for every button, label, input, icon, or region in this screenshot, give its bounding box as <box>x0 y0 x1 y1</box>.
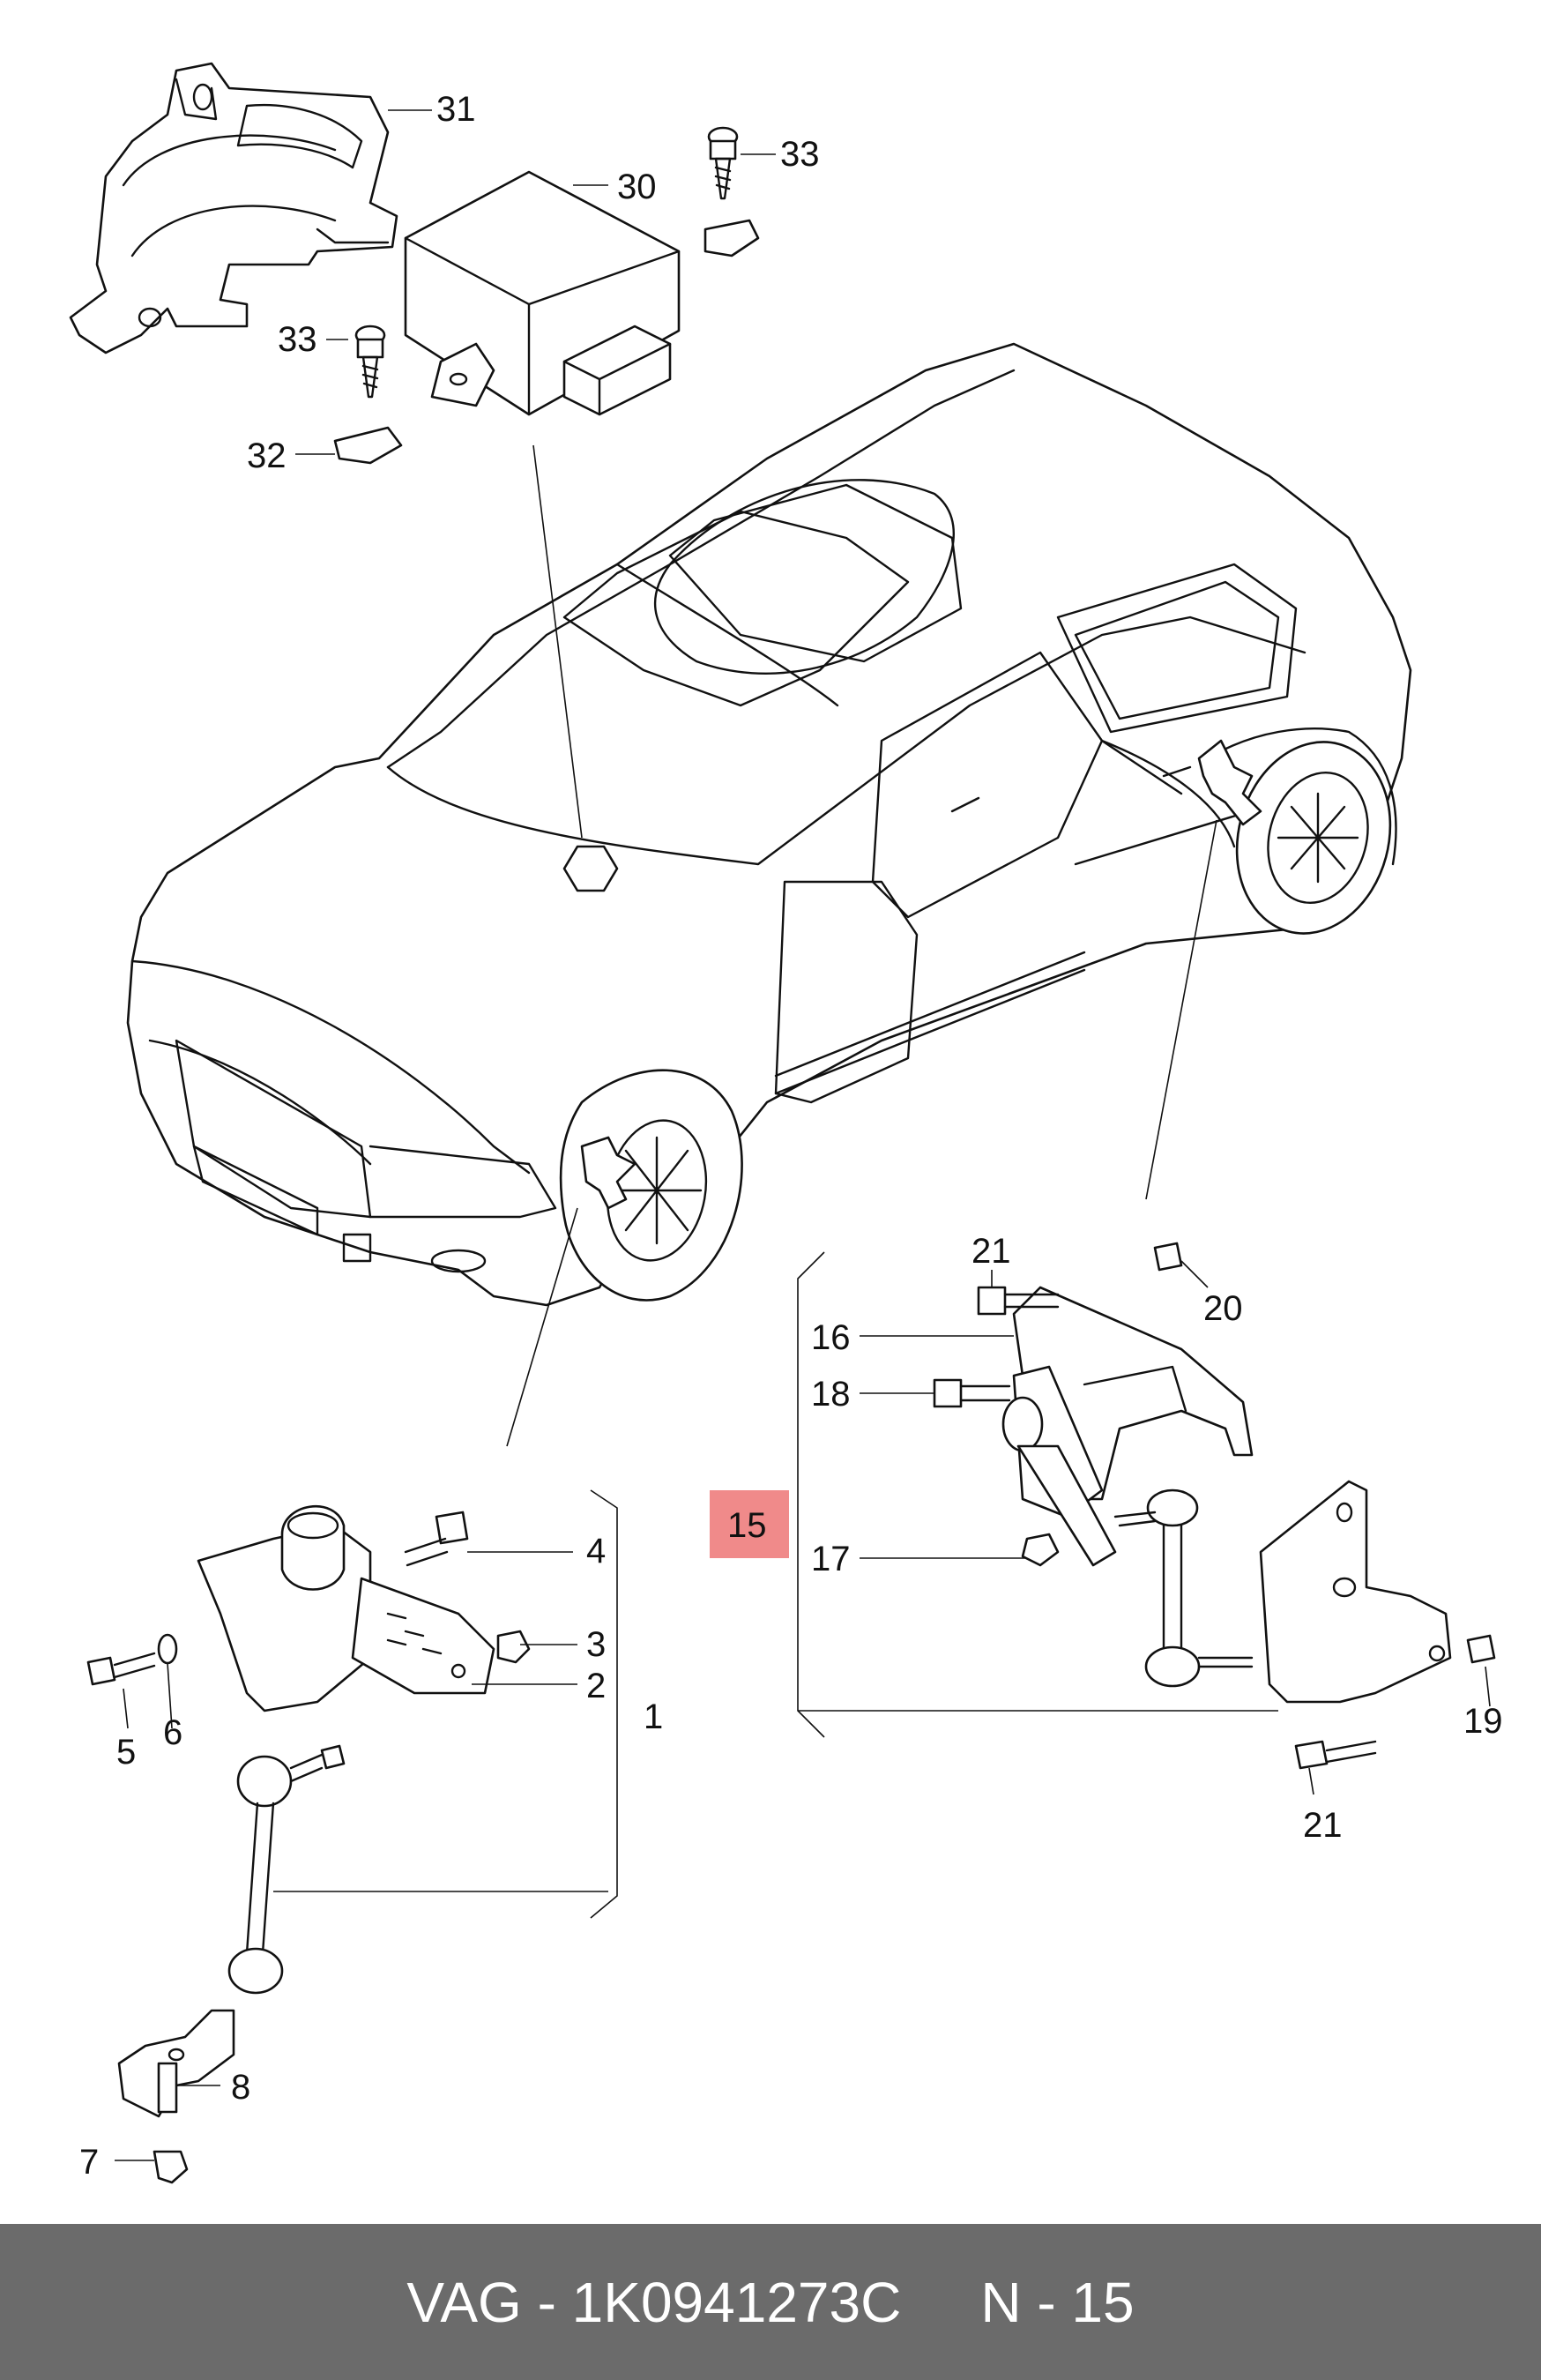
label-2: 2 <box>586 1667 606 1705</box>
label-20: 20 <box>1203 1289 1243 1328</box>
label-15: 15 <box>727 1506 767 1545</box>
label-21-bottom: 21 <box>1303 1806 1343 1845</box>
callout-labels: 31 30 33 33 32 21 20 16 18 15 17 19 21 4… <box>79 90 1503 2182</box>
label-31: 31 <box>436 90 476 129</box>
label-33-left: 33 <box>278 320 317 359</box>
pointer-lines <box>506 444 1217 1447</box>
label-30: 30 <box>617 168 657 206</box>
diagram-position: N - 15 <box>980 2270 1135 2334</box>
label-16: 16 <box>811 1318 851 1357</box>
part-code: VAG - 1K0941273C <box>406 2270 902 2334</box>
label-17: 17 <box>811 1540 851 1578</box>
label-4: 4 <box>586 1532 606 1571</box>
label-19: 19 <box>1463 1702 1503 1741</box>
label-18: 18 <box>811 1375 851 1414</box>
label-3: 3 <box>586 1625 606 1664</box>
parts-diagram: 31 30 33 33 32 21 20 16 18 15 17 19 21 4… <box>69 62 1503 2184</box>
screw-33-left <box>354 325 386 399</box>
label-33-top: 33 <box>780 135 820 174</box>
screw-33-top <box>704 126 760 257</box>
sensor-assembly-15 <box>797 1242 1496 1770</box>
control-unit-30 <box>404 170 681 416</box>
car-body <box>126 342 1412 1307</box>
label-21-top: 21 <box>972 1232 1011 1271</box>
label-32: 32 <box>247 436 287 475</box>
label-1: 1 <box>644 1697 663 1736</box>
label-6: 6 <box>163 1713 182 1752</box>
label-8: 8 <box>231 2068 250 2107</box>
clip-32 <box>333 426 403 465</box>
footer-bar: VAG - 1K0941273C N - 15 <box>0 2224 1541 2380</box>
sensor-assembly-1 <box>86 1489 618 2184</box>
bracket-31 <box>69 62 398 354</box>
label-5: 5 <box>116 1733 136 1772</box>
label-7: 7 <box>79 2143 99 2182</box>
highlight-15 <box>710 1490 789 1558</box>
